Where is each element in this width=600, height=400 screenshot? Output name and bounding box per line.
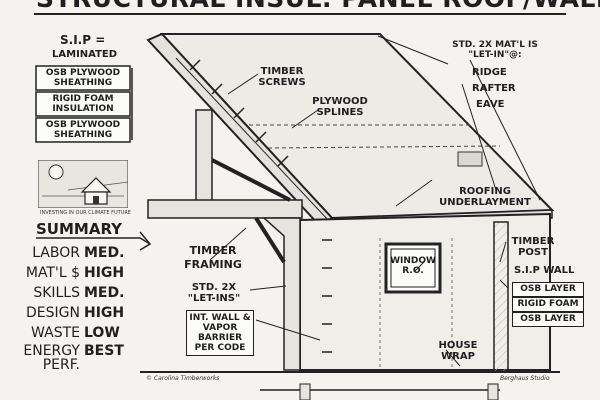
sip-layer-box-1 [35,65,131,91]
plywood-spline-line-2 [267,145,501,149]
label-timber-post: TIMBER POST [511,236,555,258]
footing-right [487,383,499,400]
timber-post-left [195,109,213,207]
sip-subheading: LAMINATED [52,49,118,60]
summary-arrow [36,237,151,245]
sip-wall-layer-rigid-foam: RIGID FOAM [512,297,584,312]
timber-post-corner [262,217,301,371]
timber-screws [189,59,289,167]
label-rafter: RAFTER [472,83,516,94]
summary-label-design: DESIGN [26,305,80,321]
label-timber-screws: TIMBER SCREWS [258,66,306,88]
summary-label-energy: ENERGY PERF. [23,343,80,373]
rafter-inner-line [175,57,331,223]
wall-let-ins [322,239,332,353]
page-title: STRUCTURAL INSUL. PANEL ROOF/WALLS [36,0,600,11]
sip-layer-box-2 [35,91,131,117]
inset-caption: INVESTING IN OUR CLIMATE FUTURE [40,210,131,216]
credit-left: © Carolina Timberworks [146,375,220,382]
window-rough-opening [384,242,442,294]
gable-rafter [146,32,334,228]
sip-layer-osb-top: OSB PLYWOOD SHEATHING [45,68,121,88]
timber-beam [147,199,303,219]
knee-brace [211,158,291,202]
label-std-2x-let-ins: STD. 2X "LET-INS" [187,282,241,304]
summary-label-waste: WASTE [31,325,80,341]
timber-post-right [493,221,509,373]
footing-left [299,383,311,400]
summary-heading: SUMMARY [36,220,123,238]
label-sip-wall: S.I.P WALL [514,265,575,276]
label-timber-framing: TIMBER FRAMING [184,244,242,271]
label-int-wall-vapor-barrier: INT. WALL & VAPOR BARRIER PER CODE [186,310,254,356]
summary-value-material-cost: HIGH [84,265,125,281]
summary-label-material-cost: MAT'L $ [25,265,80,281]
sip-wall-layer-osb-outer: OSB LAYER [512,282,584,297]
label-house-wrap: HOUSE WRAP [438,340,478,362]
credit-right: Berghaus Studio [500,375,550,382]
climate-inset-image [38,160,128,208]
summary-label-labor: LABOR [32,245,80,261]
sip-heading: S.I.P = [60,33,106,47]
sun-icon [48,164,64,180]
leader-lines [209,35,541,367]
sip-layer-rigid-foam: RIGID FOAM INSULATION [52,94,114,114]
sip-layer-osb-bottom: OSB PLYWOOD SHEATHING [45,120,121,140]
sip-wall-layer-osb-inner: OSB LAYER [512,312,584,327]
summary-value-labor: MED. [84,245,125,261]
knee-brace-lower [254,216,286,264]
label-std-2x-material: STD. 2X MAT'L IS "LET-IN"@: [452,40,538,60]
summary-value-skills: MED. [84,285,125,301]
summary-value-energy: BEST [84,343,124,359]
summary-label-skills: SKILLS [33,285,80,301]
label-plywood-splines: PLYWOOD SPLINES [312,96,368,118]
label-ridge: RIDGE [472,67,507,78]
summary-arrowhead [139,231,152,251]
label-eave: EAVE [476,99,505,110]
window-inner-frame [390,248,436,288]
label-window-ro: WINDOW R.O. [390,256,436,276]
summary-value-waste: LOW [84,325,120,341]
summary-value-design: HIGH [84,305,125,321]
sip-layer-box-3 [35,117,131,143]
label-roofing-underlayment: ROOFING UNDERLAYMENT [439,186,531,208]
underlayment-patch [457,151,483,167]
